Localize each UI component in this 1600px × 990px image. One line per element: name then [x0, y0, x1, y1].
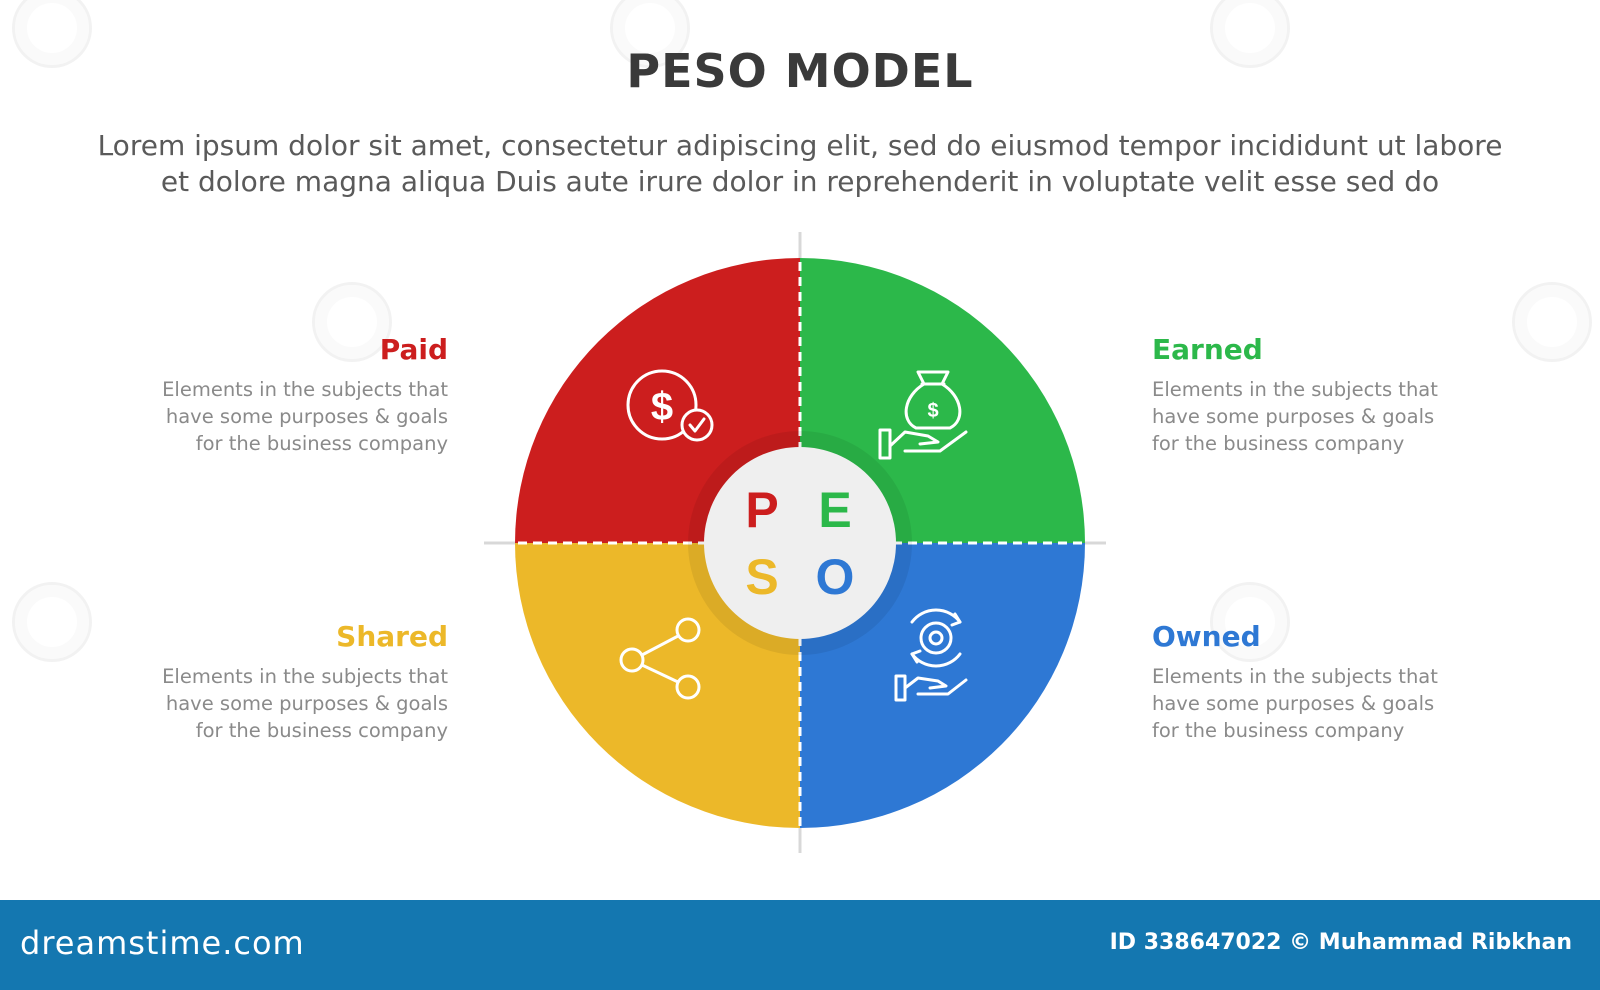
watermark-logo	[1512, 282, 1592, 362]
watermark-logo	[1210, 0, 1290, 68]
label-earned: Earned Elements in the subjects that hav…	[1152, 333, 1482, 457]
desc-line: Elements in the subjects that	[1152, 665, 1438, 688]
quadrant-earned	[800, 258, 1085, 543]
watermark-logo	[12, 0, 92, 68]
page-title: PESO MODEL	[626, 44, 974, 98]
svg-text:$: $	[651, 385, 673, 429]
label-paid: Paid Elements in the subjects that have …	[118, 333, 448, 457]
center-letter-s: S	[745, 549, 778, 605]
label-shared: Shared Elements in the subjects that hav…	[118, 620, 448, 744]
center-letter-p: P	[745, 482, 778, 538]
label-title-owned: Owned	[1152, 620, 1261, 653]
subtitle-line: et dolore magna aliqua Duis aute irure d…	[160, 165, 1440, 198]
share-nodes-icon	[619, 617, 701, 700]
label-title-paid: Paid	[379, 333, 448, 366]
label-title-earned: Earned	[1152, 333, 1263, 366]
label-desc-owned: Elements in the subjects that have some …	[1152, 663, 1482, 744]
center-circle	[704, 447, 896, 639]
desc-line: have some purposes & goals	[165, 692, 448, 715]
desc-line: Elements in the subjects that	[162, 378, 448, 401]
svg-text:$: $	[927, 400, 938, 422]
label-desc-paid: Elements in the subjects that have some …	[118, 376, 448, 457]
subtitle-line: Lorem ipsum dolor sit amet, consectetur …	[97, 129, 1503, 162]
page-subtitle: Lorem ipsum dolor sit amet, consectetur …	[60, 128, 1540, 200]
center-letter-e: E	[818, 482, 851, 538]
center-letter-o: O	[816, 549, 855, 605]
label-title-shared: Shared	[336, 620, 448, 653]
footer-bar: dreamstime.com ID 338647022 © Muhammad R…	[0, 900, 1600, 990]
gear-hand-icon	[894, 608, 968, 702]
peso-circle-diagram: P E S O $ $	[484, 232, 1106, 853]
watermark-logo	[1210, 582, 1290, 662]
desc-line: Elements in the subjects that	[162, 665, 448, 688]
footer-brand-logo[interactable]: dreamstime.com	[20, 924, 305, 962]
footer-credit: ID 338647022 © Muhammad Ribkhan	[1109, 930, 1572, 955]
label-owned: Owned Elements in the subjects that have…	[1152, 620, 1482, 744]
desc-line: for the business company	[1152, 719, 1405, 742]
desc-line: for the business company	[1152, 432, 1405, 455]
quadrant-shared	[515, 543, 800, 828]
desc-line: for the business company	[195, 719, 448, 742]
watermark-logo	[312, 282, 392, 362]
desc-line: have some purposes & goals	[1152, 405, 1435, 428]
dollar-coin-check-icon: $	[626, 369, 714, 442]
desc-line: have some purposes & goals	[1152, 692, 1435, 715]
desc-line: for the business company	[195, 432, 448, 455]
money-bag-hand-icon: $	[878, 370, 968, 460]
label-desc-earned: Elements in the subjects that have some …	[1152, 376, 1482, 457]
desc-line: have some purposes & goals	[165, 405, 448, 428]
watermark-logo	[12, 582, 92, 662]
label-desc-shared: Elements in the subjects that have some …	[118, 663, 448, 744]
desc-line: Elements in the subjects that	[1152, 378, 1438, 401]
watermark-logo	[610, 0, 690, 68]
quadrant-paid	[515, 258, 800, 543]
